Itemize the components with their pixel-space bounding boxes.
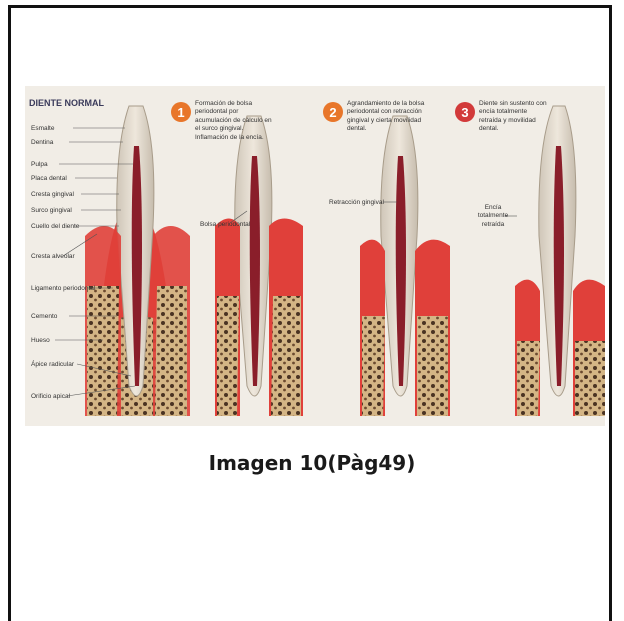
stage-3-number: 3 — [461, 105, 468, 120]
periodontal-disease-figure: DIENTE NORMAL Esmalte Dentina Pulpa Plac… — [25, 86, 605, 426]
stage-1-description: Formación de bolsa periodontal por acumu… — [195, 100, 275, 170]
figure-caption: Imagen 10(Pàg49) — [0, 451, 624, 475]
stage-2-description: Agrandamiento de la bolsa periodontal co… — [347, 100, 427, 170]
label-apice-radicular: Ápice radicular — [31, 359, 75, 368]
label-hueso: Hueso — [31, 337, 50, 344]
label-ligamento-periodontal: Ligamento periodontal — [31, 285, 96, 292]
stage-3-description: Diente sin sustento con encía totalmente… — [479, 100, 547, 170]
normal-heading: DIENTE NORMAL — [29, 98, 104, 108]
label-dentina: Dentina — [31, 139, 54, 146]
label-orificio-apical: Orificio apical — [31, 393, 71, 400]
stage-2-number: 2 — [329, 105, 336, 120]
stage-1-label: Bolsa periodontal — [200, 221, 251, 228]
label-cresta-alveolar: Cresta alveolar — [31, 253, 76, 260]
label-cuello-del-diente: Cuello del diente — [31, 223, 80, 230]
label-esmalte: Esmalte — [31, 125, 55, 132]
label-cresta-gingival: Cresta gingival — [31, 191, 75, 198]
label-cemento: Cemento — [31, 313, 58, 320]
label-placa-dental: Placa dental — [31, 175, 67, 182]
stage-2-label: Retracción gingival — [329, 199, 384, 206]
stage-3-label: Encía totalmente retraída — [469, 204, 517, 244]
label-pulpa: Pulpa — [31, 161, 48, 168]
stage-1-number: 1 — [177, 105, 184, 120]
label-surco-gingival: Surco gingival — [31, 207, 72, 214]
